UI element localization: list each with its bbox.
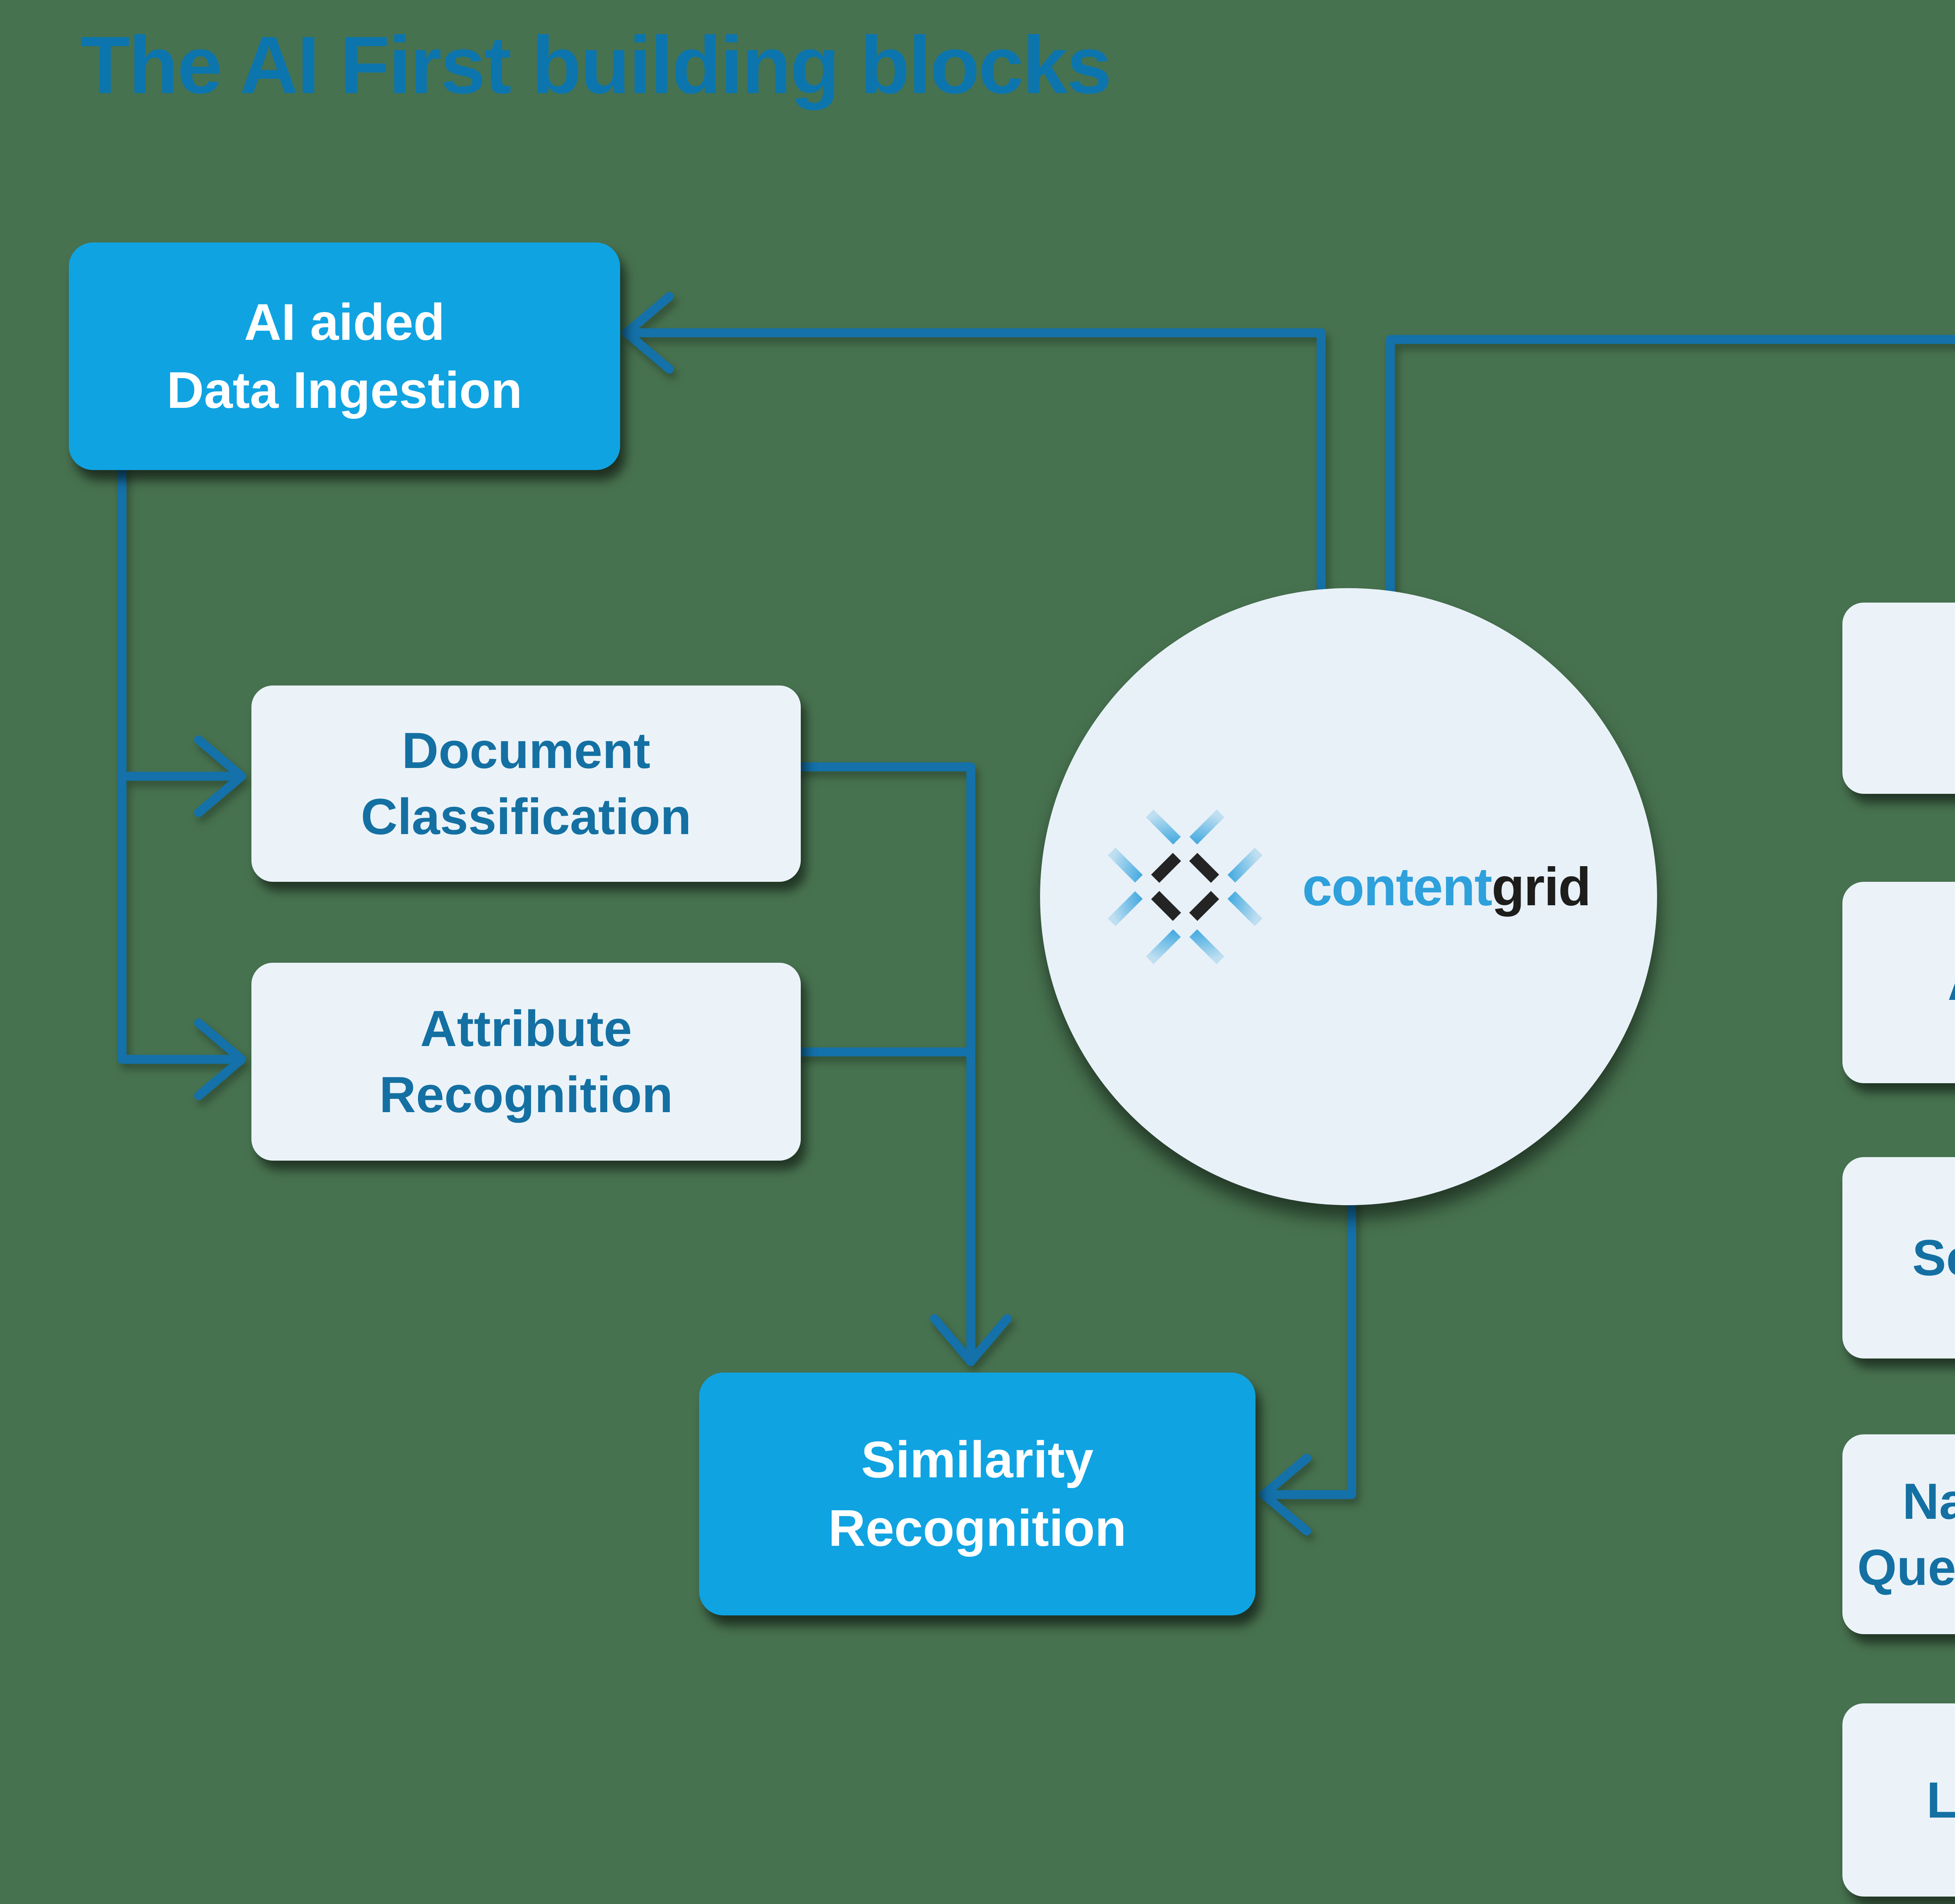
arrowhead-into-data-ingestion <box>622 292 674 374</box>
arrowhead-into-similarity-right <box>1259 1454 1311 1536</box>
page-title: The AI First building blocks <box>80 20 1112 111</box>
arrowhead-into-attribute-recognition <box>194 1018 246 1100</box>
node-label: Semantic Search <box>1912 1229 1955 1286</box>
edge-ingestion-to-attribute-recognition <box>117 465 239 1064</box>
contentgrid-logo-icon <box>1107 809 1263 964</box>
node-ai-aided-data-ingestion: AI aided Data Ingestion <box>69 242 620 470</box>
edge-hub-to-data-ingestion <box>627 328 1326 638</box>
edge-docclass-to-similarity <box>796 762 976 1364</box>
edge-hub-to-similarity <box>1264 1192 1356 1499</box>
node-label: Natural Language Query Understanding <box>1857 1472 1955 1596</box>
node-document-classification: Document Classification <box>251 686 801 882</box>
wordmark-grid: grid <box>1491 856 1591 917</box>
wordmark-content: content <box>1302 856 1492 917</box>
contentgrid-wordmark: contentgrid <box>1302 856 1591 918</box>
edge-hub-to-advanced-search <box>1386 335 1955 638</box>
node-label: Similarity Recognition <box>828 1431 1126 1557</box>
node-autocomplete: Autocomplete <box>1842 882 1955 1083</box>
node-label: Autocomplete <box>1948 949 1955 1016</box>
node-llm-integration: LLM Integration <box>1842 1703 1955 1897</box>
node-natural-language-query-understanding: Natural Language Query Understanding <box>1842 1434 1955 1634</box>
node-label: AI aided Data Ingestion <box>167 293 522 419</box>
node-label: Document Classification <box>361 722 692 845</box>
node-similarity-recognition-search: Similarity Recognition <box>1842 603 1955 794</box>
node-semantic-search: Semantic Search <box>1842 1157 1955 1358</box>
contentgrid-logo: contentgrid <box>1107 809 1591 965</box>
arrowhead-into-similarity-top <box>930 1314 1012 1366</box>
arrowhead-into-document-classification <box>194 735 246 817</box>
node-label: Attribute Recognition <box>379 1000 673 1123</box>
node-attribute-recognition: Attribute Recognition <box>251 963 801 1161</box>
contentgrid-hub-circle: contentgrid <box>1040 588 1657 1205</box>
node-similarity-recognition-main: Similarity Recognition <box>699 1373 1256 1615</box>
node-label: LLM Integration <box>1926 1771 1955 1829</box>
